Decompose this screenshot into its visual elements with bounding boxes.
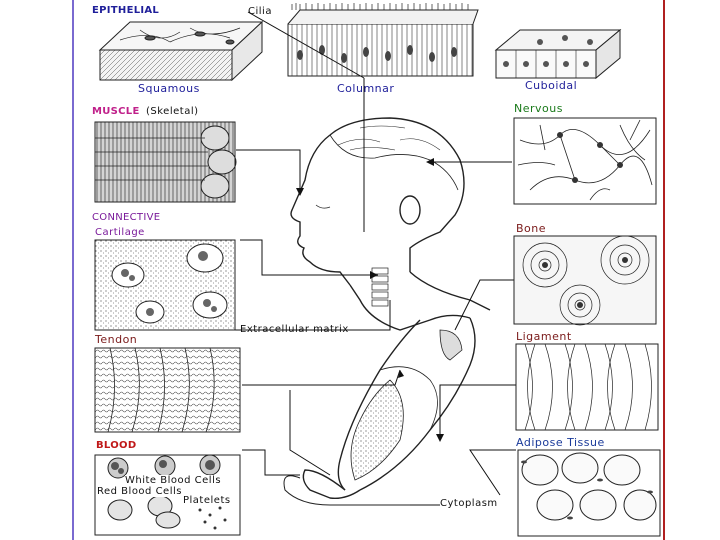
squamous-illustration [98, 20, 264, 82]
label-cuboidal: Cuboidal [525, 79, 578, 92]
label-squamous: Squamous [138, 82, 200, 95]
nervous-illustration [513, 117, 657, 205]
bone-illustration [513, 235, 657, 326]
label-platelets: Platelets [183, 495, 231, 506]
label-adipose-tissue: Adipose Tissue [516, 436, 605, 449]
label-muscle: MUSCLE [92, 106, 140, 117]
left-border-line [72, 0, 74, 540]
label-cilia: Cilia [248, 6, 272, 17]
panel-frames [94, 117, 661, 537]
adipose-illustration [517, 449, 661, 537]
right-border-line [663, 0, 665, 540]
cuboidal-illustration [494, 28, 622, 80]
label-ligament: Ligament [516, 330, 572, 343]
label-epithelial: EPITHELIAL [92, 5, 160, 16]
label-cytoplasm: Cytoplasm [440, 498, 498, 509]
skeletal-muscle-illustration [94, 121, 237, 203]
label-cartilage: Cartilage [95, 227, 145, 238]
label-white-blood-cells: White Blood Cells [125, 475, 222, 486]
arrow-heads [296, 158, 444, 442]
columnar-illustration [287, 3, 479, 77]
label-red-blood-cells: Red Blood Cells [97, 486, 182, 497]
ligament-illustration [515, 343, 659, 431]
label-extracellular-matrix: Extracellular matrix [240, 324, 349, 335]
human-figure-illustration [283, 117, 491, 506]
label-skeletal: (Skeletal) [146, 106, 199, 117]
connector-lines [235, 11, 516, 506]
label-connective: CONNECTIVE [92, 212, 161, 223]
label-nervous: Nervous [514, 102, 563, 115]
label-tendon: Tendon [95, 333, 138, 346]
label-bone: Bone [516, 222, 547, 235]
label-blood: BLOOD [96, 440, 137, 451]
tendon-illustration [94, 347, 241, 433]
cartilage-illustration [94, 239, 236, 331]
label-columnar: Columnar [337, 82, 395, 95]
